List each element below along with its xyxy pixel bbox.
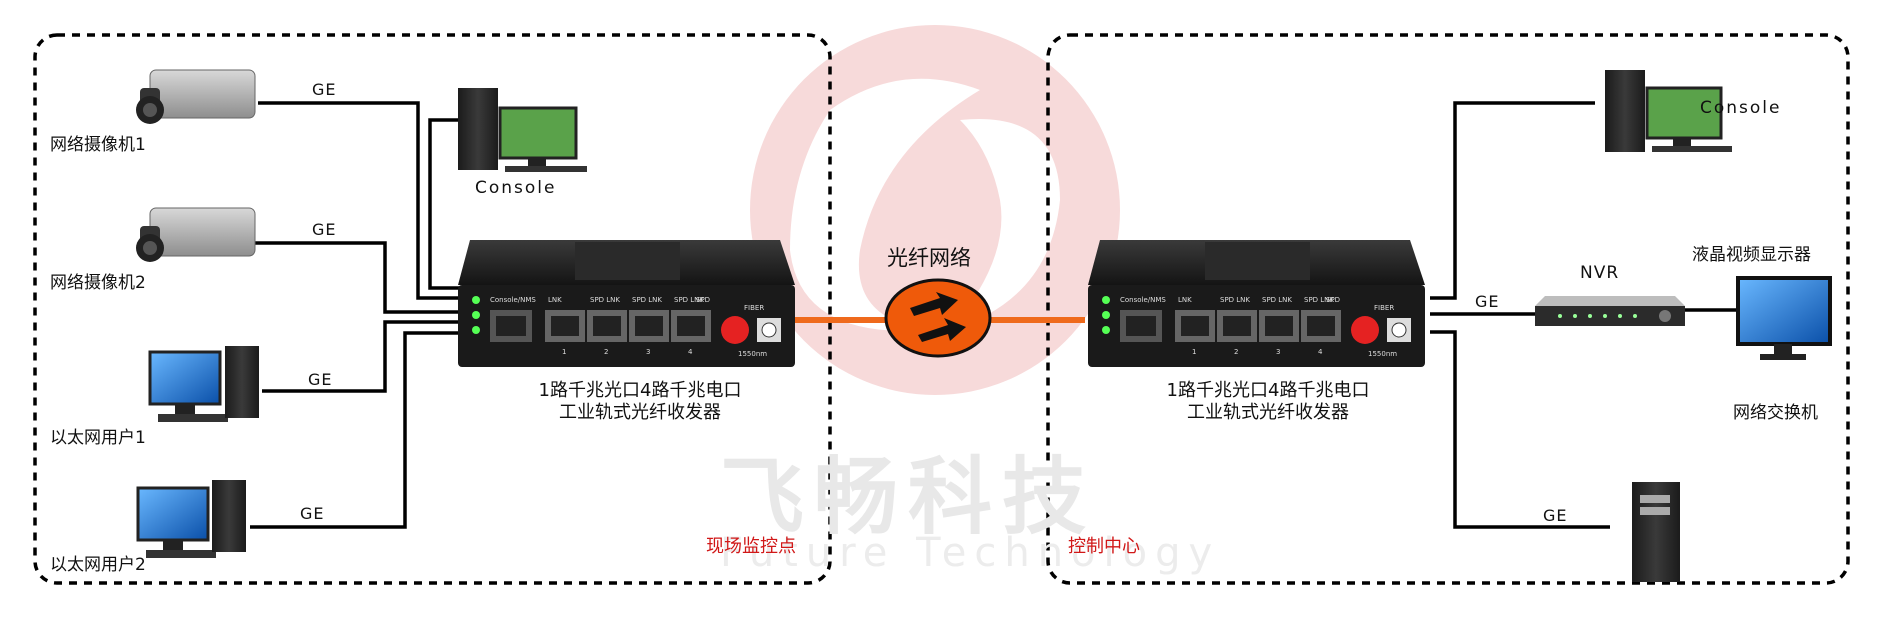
left-zone-label: 现场监控点 bbox=[706, 536, 796, 557]
left-port-number-3: 3 bbox=[646, 348, 651, 356]
left-fiber-label: FIBER bbox=[744, 304, 765, 312]
watermark-en: Future Technology bbox=[720, 530, 1221, 576]
right-transceiver bbox=[1088, 240, 1425, 367]
left-port-number-2: 2 bbox=[604, 348, 609, 356]
left-port-label-5: SPD bbox=[696, 296, 711, 304]
server-tower-icon bbox=[1632, 482, 1680, 582]
left-port-number-4: 4 bbox=[688, 348, 693, 356]
left-console-label: Console bbox=[475, 178, 557, 198]
right-console-label: Console bbox=[1700, 98, 1782, 118]
right-console-pc-icon bbox=[1605, 70, 1732, 152]
right-port-number-2: 2 bbox=[1234, 348, 1239, 356]
nvr-link-label: GE bbox=[1475, 292, 1500, 311]
right-port-label-3: SPD LNK bbox=[1262, 296, 1293, 304]
left-port-label-4: SPD LNK bbox=[674, 296, 705, 304]
nvr-icon bbox=[1535, 296, 1685, 326]
camera-2-icon bbox=[136, 207, 256, 262]
right-zone-label: 控制中心 bbox=[1068, 536, 1140, 557]
right-transceiver-caption: 1路千兆光口4路千兆电口 工业轨式光纤收发器 bbox=[1128, 380, 1408, 424]
nvr-label: NVR bbox=[1580, 263, 1620, 283]
camera-1-label: 网络摄像机1 bbox=[50, 135, 146, 155]
right-port-label-5: SPD bbox=[1326, 296, 1341, 304]
right-port-number-4: 4 bbox=[1318, 348, 1323, 356]
left-port-number-1: 1 bbox=[562, 348, 567, 356]
switch-label: 网络交换机 bbox=[1733, 403, 1818, 423]
right-fiber-label: FIBER bbox=[1374, 304, 1395, 312]
left-transceiver bbox=[458, 240, 795, 367]
left-transceiver-caption: 1路千兆光口4路千兆电口 工业轨式光纤收发器 bbox=[500, 380, 780, 424]
watermark-cn: 飞畅科技 bbox=[720, 448, 1097, 546]
left-console-pc-icon bbox=[458, 88, 587, 172]
user-1-label: 以太网用户1 bbox=[50, 428, 146, 448]
user-2-pc-icon bbox=[136, 480, 246, 558]
user-1-pc-icon bbox=[148, 346, 259, 422]
right-port-number-1: 1 bbox=[1192, 348, 1197, 356]
camera-2-label: 网络摄像机2 bbox=[50, 273, 146, 293]
user-2-label: 以太网用户2 bbox=[50, 555, 146, 575]
right-port-label-4: SPD LNK bbox=[1304, 296, 1335, 304]
camera-1-icon bbox=[136, 69, 256, 124]
right-caption-line-2: 工业轨式光纤收发器 bbox=[1187, 402, 1349, 423]
logo-watermark bbox=[750, 25, 1120, 395]
lcd-monitor-label: 液晶视频显示器 bbox=[1692, 245, 1811, 265]
right-port-label-2: SPD LNK bbox=[1220, 296, 1251, 304]
fiber-network-icon bbox=[884, 278, 992, 358]
server-link-label: GE bbox=[1543, 506, 1568, 525]
right-port-label-console: Console/NMS bbox=[1120, 296, 1166, 304]
left-zone-border bbox=[33, 33, 832, 585]
left-port-label-console: Console/NMS bbox=[490, 296, 536, 304]
left-port-label-3: SPD LNK bbox=[632, 296, 663, 304]
right-port-label-1: LNK bbox=[1178, 296, 1192, 304]
left-caption-line-1: 1路千兆光口4路千兆电口 bbox=[538, 380, 742, 401]
left-links bbox=[250, 101, 460, 529]
left-port-label-1: LNK bbox=[548, 296, 562, 304]
right-port-number-3: 3 bbox=[1276, 348, 1281, 356]
user-2-link-label: GE bbox=[300, 504, 325, 523]
fiber-link bbox=[795, 278, 1085, 358]
right-wavelength-label: 1550nm bbox=[1368, 350, 1398, 358]
right-links bbox=[1430, 101, 1738, 529]
left-wavelength-label: 1550nm bbox=[738, 350, 768, 358]
user-1-link-label: GE bbox=[308, 370, 333, 389]
camera-2-link-label: GE bbox=[312, 220, 337, 239]
left-port-label-2: SPD LNK bbox=[590, 296, 621, 304]
fiber-network-label: 光纤网络 bbox=[887, 246, 971, 270]
right-zone-border bbox=[1046, 33, 1850, 585]
lcd-monitor-icon bbox=[1736, 276, 1832, 360]
right-caption-line-1: 1路千兆光口4路千兆电口 bbox=[1166, 380, 1370, 401]
left-caption-line-2: 工业轨式光纤收发器 bbox=[559, 402, 721, 423]
camera-1-link-label: GE bbox=[312, 80, 337, 99]
